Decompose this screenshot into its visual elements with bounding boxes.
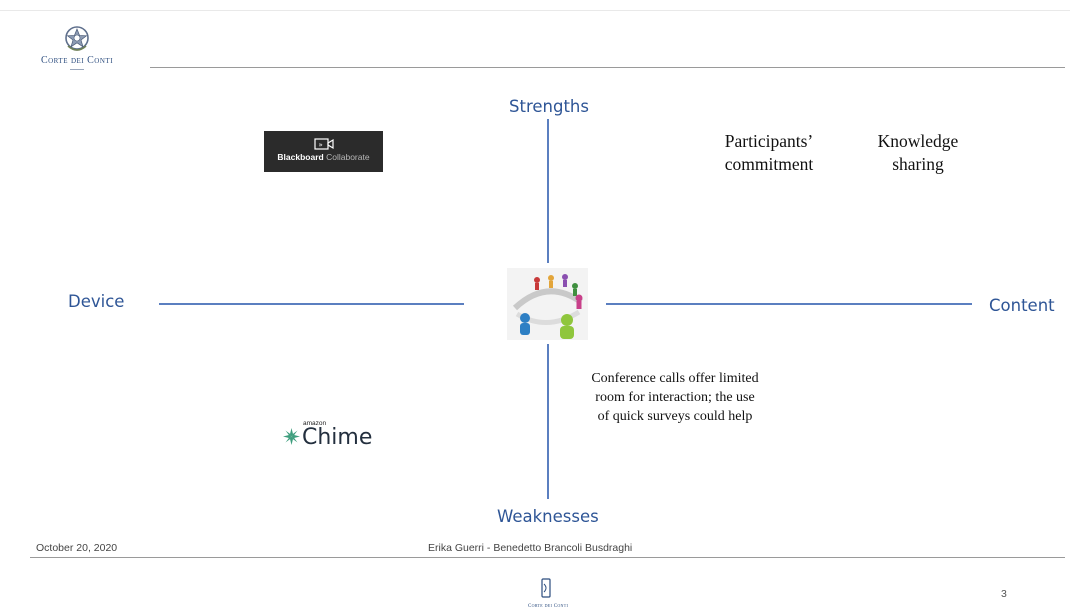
chime-word: Chime	[302, 425, 373, 450]
svg-text:»: »	[318, 141, 322, 149]
org-mark-icon	[541, 578, 551, 598]
chime-amazon-text: amazon	[303, 420, 327, 427]
footer-date: October 20, 2020	[36, 542, 118, 554]
footer-rule	[30, 557, 1065, 558]
participants-commitment-text: Participants’ commitment	[724, 131, 814, 174]
org-logo: Corte dei Conti	[22, 24, 132, 70]
page-number: 3	[1001, 588, 1007, 600]
device-label: Device	[68, 292, 125, 311]
footer-authors: Erika Guerri - Benedetto Brancoli Busdra…	[428, 542, 633, 554]
horizontal-axis-right	[606, 303, 972, 305]
footer-org-logo: Corte dei Conti	[528, 578, 569, 609]
top-divider	[0, 10, 1070, 11]
emblem-icon	[65, 26, 89, 51]
video-camera-icon: »	[313, 138, 334, 150]
chime-icon	[283, 428, 300, 445]
conference-calls-text: Conference calls offer limited room for …	[591, 371, 759, 424]
header-rule	[150, 67, 1065, 68]
footer-org-name: Corte dei Conti	[528, 604, 569, 609]
vertical-axis-top	[547, 119, 549, 263]
org-logo-text: Corte dei Conti	[40, 55, 114, 66]
vertical-axis-bottom	[547, 344, 549, 499]
people-network-image	[507, 268, 588, 340]
strengths-label: Strengths	[509, 97, 589, 116]
horizontal-axis-left	[159, 303, 464, 305]
content-label: Content	[989, 296, 1055, 315]
logo-underline	[70, 69, 84, 70]
weaknesses-label: Weaknesses	[497, 507, 599, 526]
blackboard-text: Blackboard Collaborate	[277, 152, 370, 162]
knowledge-sharing-text: Knowledge sharing	[877, 131, 959, 174]
blackboard-collaborate-logo: » Blackboard Collaborate	[264, 131, 383, 172]
